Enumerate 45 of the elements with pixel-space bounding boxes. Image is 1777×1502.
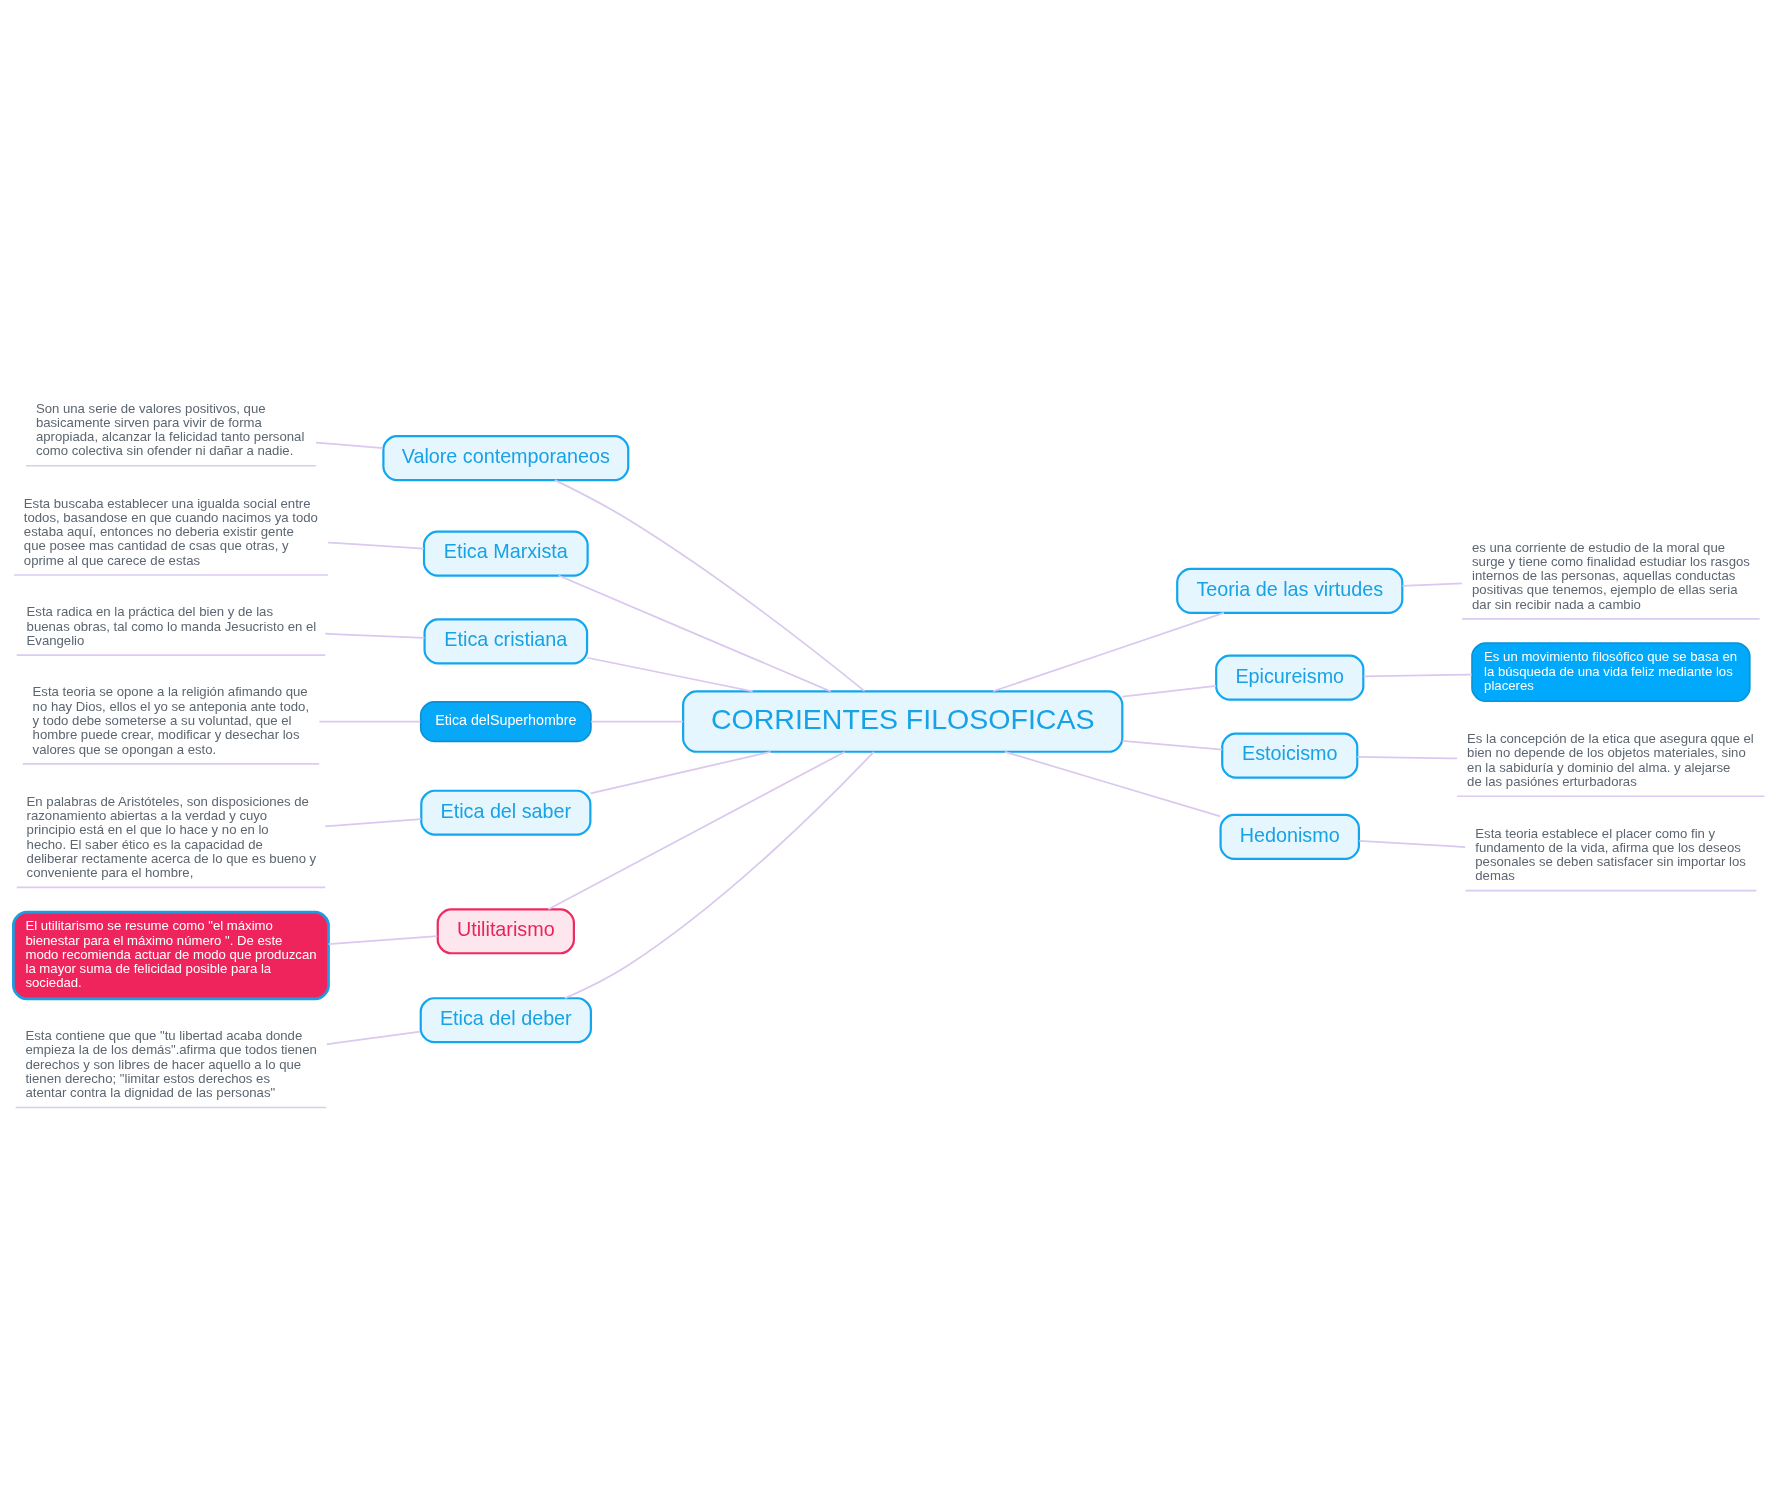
connector bbox=[585, 656, 754, 692]
node-text: Esta teoria se opone a la religión afimando que no hay Dios, ellos el yo se anteponia ante todo, y todo debe someterse a su voluntad, que el hombre puede crear, modificar y desechar los valores que se opongan a esto. bbox=[32, 683, 309, 757]
connector bbox=[563, 750, 875, 999]
connector bbox=[1401, 581, 1463, 587]
node-text: Son una serie de valores positivos, que basicamente sirven para vivir de forma apropiada, alcanzar la felicidad tanto personal como colectiva sin ofender ni dañar a nadie. bbox=[35, 400, 304, 458]
connector bbox=[547, 750, 845, 910]
connector bbox=[1003, 750, 1221, 817]
connector bbox=[323, 817, 422, 827]
connector bbox=[327, 934, 438, 945]
connector bbox=[589, 720, 684, 722]
node-text: Esta teoria establece el placer como fin y fundamento de la vida, afirma que los deseos pesonales se deben satisfacer sin importar los demas bbox=[1474, 825, 1746, 883]
node-text: Esta radica en la práctica del bien y de las buenas obras, tal como lo manda Jesucristo en el Evangelio bbox=[26, 603, 316, 648]
connector bbox=[991, 611, 1225, 692]
node-box: CORRIENTES FILOSOFICAS bbox=[681, 689, 1123, 753]
node-box: Teoria de las virtudes bbox=[1175, 567, 1403, 614]
connector bbox=[318, 720, 421, 722]
connector bbox=[323, 632, 425, 639]
connector bbox=[589, 750, 772, 794]
node-text: En palabras de Aristóteles, son disposiciones de razonamiento abiertas a la verdad y cuyo principio está en el que lo hace y no en lo hecho. El saber ético es la capacidad de deliberar rectamente acerca de lo que es bueno y conveniente para el hombre, bbox=[26, 793, 316, 880]
node-box: Epicureismo bbox=[1214, 654, 1364, 701]
connector bbox=[1357, 839, 1466, 848]
node-box: Valore contemporaneos bbox=[381, 434, 629, 481]
connector bbox=[557, 574, 832, 692]
node-box: Etica cristiana bbox=[422, 617, 588, 664]
connector bbox=[326, 541, 425, 549]
node-text: Esta buscaba establecer una igualda social entre todos, basandose en que cuando nacimos ya todo estaba aquí, entonces no deberia existir gente que posee mas cantidad de csas que otras, y oprime al que carece de estas bbox=[23, 495, 318, 568]
connector bbox=[1121, 684, 1217, 697]
node-box: Etica Marxista bbox=[422, 530, 589, 577]
node-text: es una corriente de estudio de la moral que surge y tiene como finalidad estudiar los rasgos internos de las personas, aquellas conductas positivas que tenemos, ejemplo de ellas seria dar sin recibir nada a cambio bbox=[1471, 539, 1750, 612]
connector bbox=[325, 1030, 421, 1045]
connector bbox=[314, 441, 384, 449]
connector bbox=[553, 478, 865, 692]
node-box: El utilitarismo se resume como "el máximo bienestar para el máximo número ". De este modo recomienda actuar de modo que produzcan la mayor suma de felicidad posible para la sociedad. bbox=[11, 910, 330, 1000]
node-text: Esta contiene que que "tu libertad acaba donde empieza la de los demás".afirma que todos tienen derechos y son libres de hacer aquello a lo que tienen derecho; "limitar estos derechos es atentar contra la dignidad de las personas" bbox=[24, 1027, 317, 1100]
node-box: Etica delSuperhombre bbox=[419, 700, 592, 742]
node-box: Utilitarismo bbox=[436, 907, 575, 954]
connector bbox=[1355, 755, 1458, 759]
node-box: Hedonismo bbox=[1219, 813, 1360, 860]
node-box: Etica del saber bbox=[419, 789, 591, 836]
node-box: Es un movimiento filosófico que se basa en la búsqueda de una vida feliz mediante los placeres bbox=[1470, 641, 1751, 702]
node-text: Es la concepción de la etica que asegura qque el bien no depende de los objetos materiales, sino en la sabiduría y dominio del alma. y alejarse de las pasiónes erturbadoras bbox=[1466, 730, 1754, 789]
node-box: Estoicismo bbox=[1220, 732, 1358, 779]
connector bbox=[1121, 739, 1223, 751]
node-box: Etica del deber bbox=[419, 996, 592, 1043]
connector bbox=[1362, 673, 1473, 677]
